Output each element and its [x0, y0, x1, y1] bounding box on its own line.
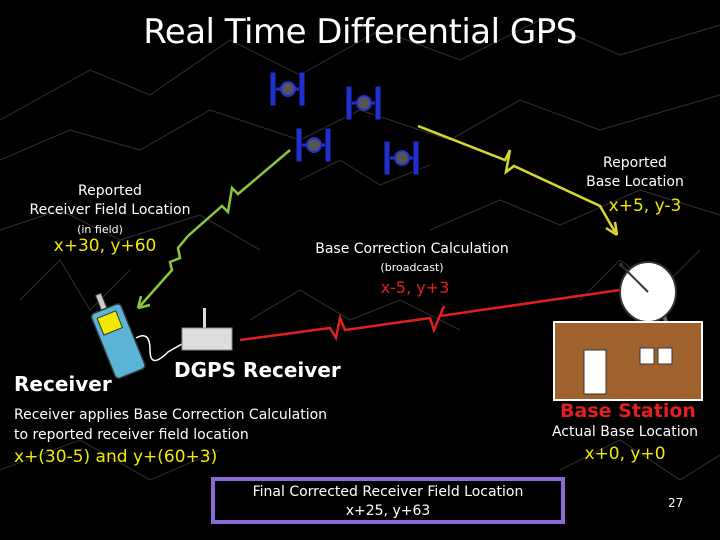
satellite-icon — [295, 127, 332, 163]
yellow-signal-arrow — [417, 124, 619, 237]
satellite-icon — [269, 71, 306, 107]
reported-receiver-line2: Receiver Field Location — [29, 202, 191, 218]
reported-base-line2: Base Location — [586, 174, 684, 190]
base-correction-note: (broadcast) — [380, 261, 444, 274]
actual-base-value: x+0, y+0 — [584, 444, 666, 464]
reported-base-line1: Reported — [603, 155, 667, 171]
apply-text: Receiver applies Base Correction Calcula… — [14, 405, 327, 445]
satellite-icon — [383, 140, 420, 176]
green-signal-arrow — [136, 149, 291, 310]
apply-line2: to reported receiver field location — [14, 427, 249, 443]
reported-receiver-note: (in field) — [77, 223, 123, 236]
reported-receiver-line1: Reported — [78, 183, 142, 199]
field-receiver-device-icon — [90, 292, 146, 380]
base-station-building — [553, 321, 703, 401]
apply-value: x+(30-5) and y+(60+3) — [14, 447, 218, 467]
dgps-receiver-label: DGPS Receiver — [174, 358, 341, 382]
reported-base-label: Reported Base Location — [570, 154, 700, 192]
receiver-label: Receiver — [14, 372, 112, 396]
cable — [135, 335, 183, 362]
red-signal-line — [239, 288, 621, 342]
satellite-dish-icon — [619, 261, 677, 323]
base-correction-label: Base Correction Calculation — [315, 241, 509, 257]
slide-title: Real Time Differential GPS — [143, 12, 577, 52]
final-location-box: Final Corrected Receiver Field Location … — [211, 477, 565, 524]
reported-receiver-value: x+30, y+60 — [53, 236, 157, 256]
apply-line1: Receiver applies Base Correction Calcula… — [14, 407, 328, 423]
final-line2: x+25, y+63 — [345, 503, 431, 519]
page-number: 27 — [668, 496, 684, 510]
actual-base-label: Actual Base Location — [551, 424, 699, 440]
dgps-receiver-icon — [181, 308, 233, 351]
final-line1: Final Corrected Receiver Field Location — [252, 484, 524, 500]
reported-base-value: x+5, y-3 — [608, 196, 682, 216]
reported-receiver-label: Reported Receiver Field Location — [20, 182, 200, 220]
satellite-icon — [345, 85, 382, 121]
base-correction-value: x-5, y+3 — [380, 278, 450, 297]
base-station-label: Base Station — [560, 400, 696, 422]
